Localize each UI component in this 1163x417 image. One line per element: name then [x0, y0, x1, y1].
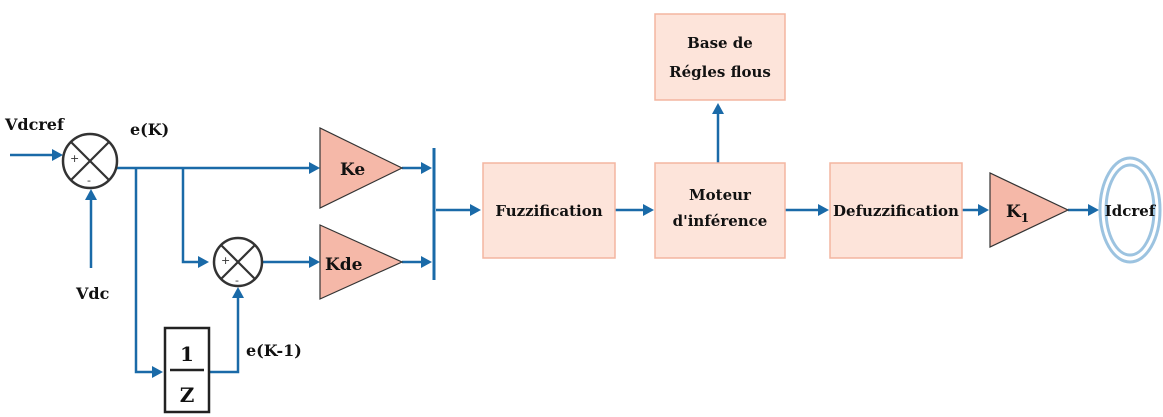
fuzzification-label: Fuzzification [495, 202, 602, 220]
sum2-plus-sign: + [221, 254, 230, 267]
arrow-kde [309, 256, 320, 268]
defuzzification-label: Defuzzification [833, 202, 959, 220]
svg-text:K1: K1 [1006, 202, 1029, 225]
sum1-plus-sign: + [70, 152, 79, 165]
arrow-vdc [85, 189, 97, 200]
sum-junction-2: + - [212, 236, 264, 288]
arrow-kde-mux [421, 256, 432, 268]
ek-label: e(K) [130, 120, 169, 139]
wire-ek-sum2 [181, 168, 202, 264]
sum-junction-1: + - [61, 132, 119, 190]
inference-line2: d'inférence [673, 212, 768, 230]
idcref-label: Idcref [1105, 202, 1157, 220]
arrow-base [712, 103, 724, 114]
idcref-terminal: Idcref [1098, 156, 1162, 264]
inference-line1: Moteur [689, 186, 752, 204]
sum1-minus-sign: - [87, 174, 91, 187]
vdcref-label: Vdcref [4, 115, 65, 134]
sum2-minus-sign: - [235, 274, 239, 287]
arrow-ek1 [232, 287, 244, 298]
gain-kde: Kde [319, 224, 404, 300]
gain-kde-label: Kde [325, 255, 363, 275]
delay-block: 1 Z [163, 326, 211, 414]
arrow-vdcref [52, 149, 63, 161]
wire-delay-sum2 [210, 294, 240, 374]
rule-base-line1: Base de [687, 34, 753, 52]
wire-ek-delay [134, 168, 156, 374]
ek1-label: e(K-1) [246, 341, 302, 360]
gain-k1-subscript: 1 [1021, 211, 1029, 225]
rule-base-line2: Régles flous [669, 63, 771, 81]
gain-k1-label: K [1006, 202, 1022, 222]
arrow-k1 [978, 204, 989, 216]
delay-numerator: 1 [180, 342, 194, 366]
arrow-defuzz [818, 204, 829, 216]
arrow-delay [152, 366, 163, 378]
arrow-ke [309, 162, 320, 174]
gain-ke-label: Ke [340, 160, 365, 180]
gain-ke: Ke [319, 127, 404, 209]
arrow-idcref [1088, 204, 1099, 216]
inference-engine-block: Moteur d'inférence [654, 162, 786, 259]
delay-denominator: Z [180, 383, 195, 407]
arrow-moteur [643, 204, 654, 216]
fuzzification-block: Fuzzification [482, 162, 616, 259]
gain-k1: K1 [989, 172, 1070, 248]
defuzzification-block: Defuzzification [829, 162, 963, 259]
vdc-label: Vdc [75, 284, 110, 303]
arrow-sum2 [198, 256, 209, 268]
arrow-fuzz [470, 204, 481, 216]
rule-base-block: Base de Régles flous [654, 13, 786, 101]
arrow-ke-mux [421, 162, 432, 174]
